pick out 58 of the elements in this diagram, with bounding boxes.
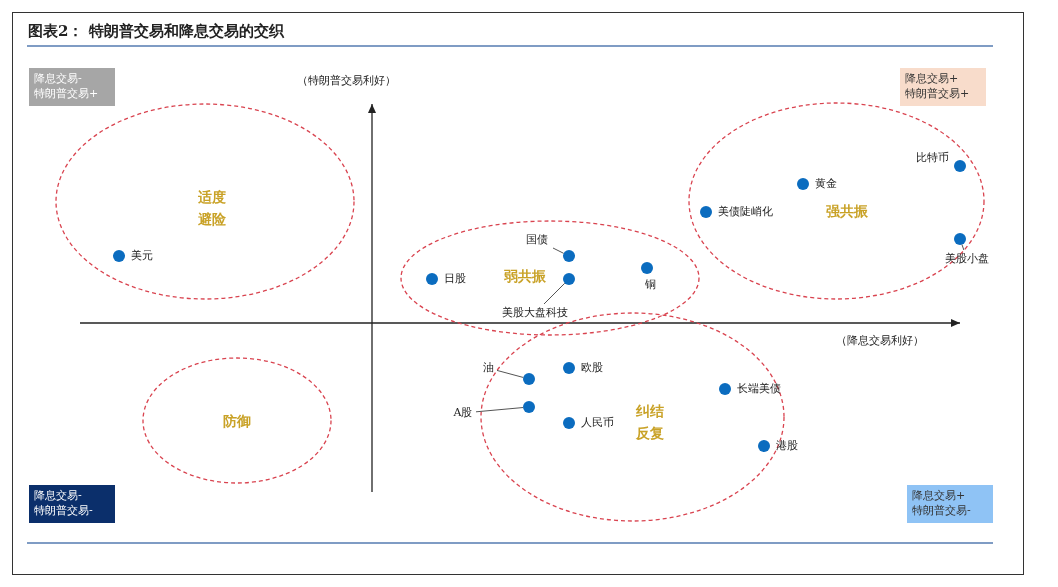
- data-point: [563, 273, 575, 285]
- leader-line: [475, 407, 524, 413]
- data-point: [563, 250, 575, 262]
- data-point: [426, 273, 438, 285]
- cluster-label: 适度避险: [197, 188, 227, 229]
- leader-line: [552, 247, 565, 254]
- data-point: [954, 233, 966, 245]
- dashed-ellipse: [55, 103, 355, 300]
- quadrant-box: [29, 485, 115, 523]
- data-point: [563, 362, 575, 374]
- quadrant-label: 特朗普交易+: [905, 87, 970, 100]
- point-label: 日股: [444, 271, 466, 287]
- leader-line: [961, 244, 965, 251]
- data-point: [758, 440, 770, 452]
- data-point: [641, 262, 653, 274]
- dashed-ellipse: [142, 357, 332, 484]
- point-label: 国债: [522, 232, 552, 248]
- quadrant-label: 特朗普交易-: [912, 504, 971, 517]
- quadrant-label: 特朗普交易-: [34, 504, 93, 517]
- point-label: 铜: [645, 277, 656, 293]
- data-point: [700, 206, 712, 218]
- quadrant-label: 降息交易-: [34, 489, 82, 502]
- data-point: [954, 160, 966, 172]
- data-point: [523, 401, 535, 413]
- point-label: 欧股: [581, 360, 603, 376]
- cluster-label: 弱共振: [504, 267, 546, 286]
- quadrant-box: [900, 68, 986, 106]
- point-label: 人民币: [581, 415, 614, 431]
- axis-label: （特朗普交易利好）: [295, 73, 397, 88]
- cluster-label: 强共振: [826, 202, 868, 221]
- point-label: 油: [480, 360, 496, 376]
- quadrant-label: 特朗普交易+: [34, 87, 99, 100]
- point-label: 黄金: [815, 176, 837, 192]
- quadrant-label: 降息交易-: [34, 72, 82, 85]
- point-label: A股: [451, 405, 475, 421]
- dashed-ellipse: [400, 220, 700, 336]
- point-label: 美股大盘科技: [490, 305, 580, 321]
- leader-line: [496, 369, 524, 378]
- quadrant-box: [907, 485, 993, 523]
- quadrant-label: 降息交易+: [912, 489, 966, 502]
- point-label: 美债陡峭化: [718, 204, 773, 220]
- data-point: [719, 383, 731, 395]
- quadrant-box: [29, 68, 115, 106]
- point-label: 比特币: [916, 150, 949, 166]
- data-point: [797, 178, 809, 190]
- data-point: [563, 417, 575, 429]
- axis-label: （降息交易利好）: [835, 333, 925, 348]
- leader-line: [543, 282, 566, 305]
- point-label: 美股小盘: [940, 251, 994, 267]
- data-point: [523, 373, 535, 385]
- cluster-label: 纠结反复: [635, 402, 665, 443]
- point-label: 美元: [131, 248, 153, 264]
- chart-title: 图表2： 特朗普交易和降息交易的交织: [28, 22, 284, 41]
- quadrant-label: 降息交易+: [905, 72, 959, 85]
- cluster-label: 防御: [223, 412, 251, 431]
- data-point: [113, 250, 125, 262]
- point-label: 长端美债: [737, 381, 781, 397]
- point-label: 港股: [776, 438, 798, 454]
